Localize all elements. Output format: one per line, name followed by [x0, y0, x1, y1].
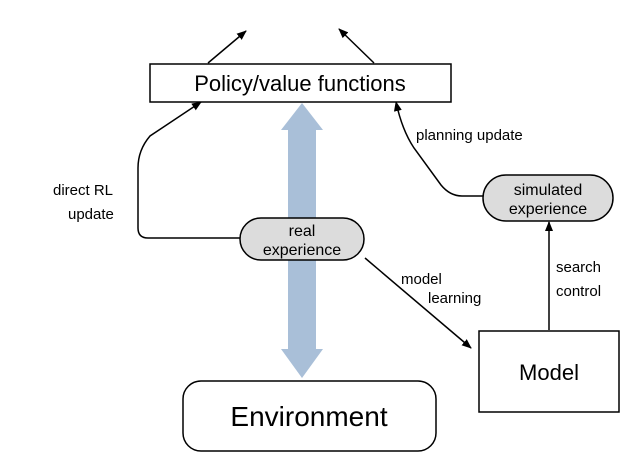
model-learning-label-line2: learning [428, 290, 481, 307]
model-learning-label-line1: model [401, 271, 442, 288]
planning-update-arrow [393, 101, 483, 197]
policy-value-box: Policy/value functions [149, 63, 452, 103]
search-control-label-line2: control [556, 283, 601, 300]
model-box: Model [478, 330, 620, 413]
environment-box: Environment [182, 380, 437, 452]
real-experience-label-line2: experience [263, 242, 341, 259]
planning-update-label: planning update [416, 127, 523, 144]
simulated-experience-node: simulated experience [482, 174, 614, 222]
policy-value-label: Policy/value functions [194, 71, 406, 96]
model-learning-arrow [364, 257, 472, 349]
search-control-label-line1: search [556, 259, 601, 276]
policy-output-arrow-left [207, 30, 247, 64]
direct-rl-label-line1: direct RL [53, 182, 113, 199]
simulated-experience-label-line2: experience [509, 201, 587, 218]
policy-output-arrow-right [338, 28, 375, 64]
environment-label: Environment [230, 401, 387, 432]
direct-rl-update-arrow [137, 101, 240, 239]
simulated-experience-label-line1: simulated [514, 182, 582, 199]
real-experience-node: real experience [239, 217, 365, 261]
direct-rl-label-line2: update [68, 206, 114, 223]
real-experience-label-line1: real [289, 223, 316, 240]
model-label: Model [519, 360, 579, 385]
